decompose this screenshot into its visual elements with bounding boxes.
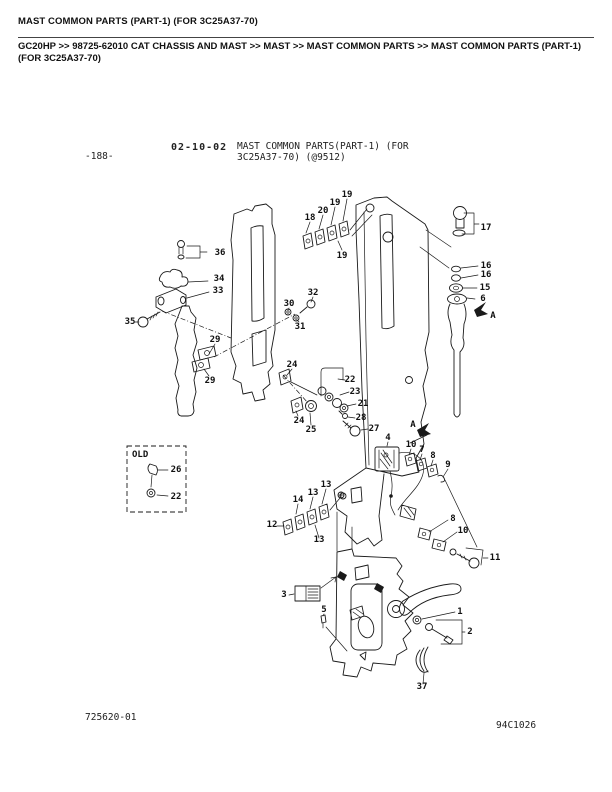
part-label-11[interactable]: 11	[490, 553, 501, 563]
part-label-2[interactable]: 2	[467, 627, 472, 637]
part-label-33[interactable]: 33	[213, 286, 224, 296]
part-label-30[interactable]: 30	[284, 299, 295, 309]
part-labels: 1820191919171616156A36343335323031292924…	[125, 190, 501, 692]
part-label-21[interactable]: 21	[358, 399, 369, 409]
part-label-8[interactable]: 8	[430, 451, 435, 461]
part-label-23[interactable]: 23	[350, 387, 361, 397]
inner-mast-rail	[231, 204, 275, 401]
shim-washers	[285, 300, 315, 321]
old-version-box: OLD	[127, 446, 186, 512]
part-label-31[interactable]: 31	[295, 322, 306, 332]
guide-plates-29	[192, 314, 295, 372]
part-label-26[interactable]: 26	[171, 465, 182, 475]
plate-code: 94C1026	[496, 720, 536, 731]
part-label-36[interactable]: 36	[215, 248, 226, 258]
roller-cluster	[279, 368, 360, 436]
clip-row-upper-right	[405, 453, 477, 547]
part-label-A[interactable]: A	[490, 311, 496, 321]
part-label-34[interactable]: 34	[214, 274, 225, 284]
view-arrow-a-mid	[417, 423, 431, 437]
part-label-29[interactable]: 29	[205, 376, 216, 386]
old-box-label: OLD	[132, 450, 149, 460]
part-label-A[interactable]: A	[410, 420, 416, 430]
carriage-assembly	[330, 505, 483, 677]
part-label-37[interactable]: 37	[417, 682, 428, 692]
part-label-15[interactable]: 15	[480, 283, 491, 293]
part-label-10[interactable]: 10	[458, 526, 469, 536]
part-label-6[interactable]: 6	[480, 294, 485, 304]
part-label-7[interactable]: 7	[419, 445, 424, 455]
part-label-16[interactable]: 16	[481, 261, 492, 271]
part-label-32[interactable]: 32	[308, 288, 319, 298]
view-arrow-a-top	[474, 302, 488, 317]
diagram-section-code: 02-10-02	[171, 142, 227, 153]
left-mast-rail	[175, 306, 197, 416]
part-label-8[interactable]: 8	[450, 514, 455, 524]
part-label-22[interactable]: 22	[171, 492, 182, 502]
name-plate-3	[295, 577, 347, 651]
lever-and-stopper	[399, 584, 462, 672]
part-label-27[interactable]: 27	[369, 424, 380, 434]
page-title: MAST COMMON PARTS (PART-1) (FOR 3C25A37-…	[18, 16, 258, 27]
part-label-20[interactable]: 20	[318, 206, 329, 216]
part-label-24[interactable]: 24	[287, 360, 298, 370]
part-label-29[interactable]: 29	[210, 335, 221, 345]
part-label-17[interactable]: 17	[481, 223, 492, 233]
diagram-page-number: -188-	[85, 151, 114, 162]
part-label-3[interactable]: 3	[281, 590, 286, 600]
leader-lines	[135, 199, 488, 684]
part-label-5[interactable]: 5	[321, 605, 326, 615]
lift-rod-assembly	[420, 207, 467, 418]
part-label-12[interactable]: 12	[267, 520, 278, 530]
part-label-1[interactable]: 1	[457, 607, 462, 617]
header-divider	[18, 37, 594, 38]
part-label-13[interactable]: 13	[308, 488, 319, 498]
part-label-9[interactable]: 9	[445, 460, 450, 470]
part-label-10[interactable]: 10	[406, 440, 417, 450]
part-label-22[interactable]: 22	[345, 375, 356, 385]
part-label-18[interactable]: 18	[305, 213, 316, 223]
part-label-24[interactable]: 24	[294, 416, 305, 426]
part-label-25[interactable]: 25	[306, 425, 317, 435]
mast-artwork: OLD	[127, 197, 488, 684]
clip-row-middle	[283, 492, 344, 535]
part-label-19[interactable]: 19	[330, 198, 341, 208]
clip-row-top	[303, 209, 372, 249]
part-label-13[interactable]: 13	[314, 535, 325, 545]
diagram-title-line1: MAST COMMON PARTS(PART-1) (FOR	[237, 141, 409, 152]
drawing-number: 725620-01	[85, 712, 137, 723]
part-label-14[interactable]: 14	[293, 495, 304, 505]
part-label-19[interactable]: 19	[337, 251, 348, 261]
part-label-19[interactable]: 19	[342, 190, 353, 200]
part-label-35[interactable]: 35	[125, 317, 136, 327]
breadcrumb[interactable]: GC20HP >> 98725-62010 CAT CHASSIS AND MA…	[18, 41, 582, 64]
part-label-16[interactable]: 16	[481, 270, 492, 280]
part-label-28[interactable]: 28	[356, 413, 367, 423]
diagram-title-line2: 3C25A37-70) (@9512)	[237, 152, 346, 163]
part-label-13[interactable]: 13	[321, 480, 332, 490]
outer-mast-rail	[334, 197, 429, 546]
part-label-4[interactable]: 4	[385, 433, 391, 443]
